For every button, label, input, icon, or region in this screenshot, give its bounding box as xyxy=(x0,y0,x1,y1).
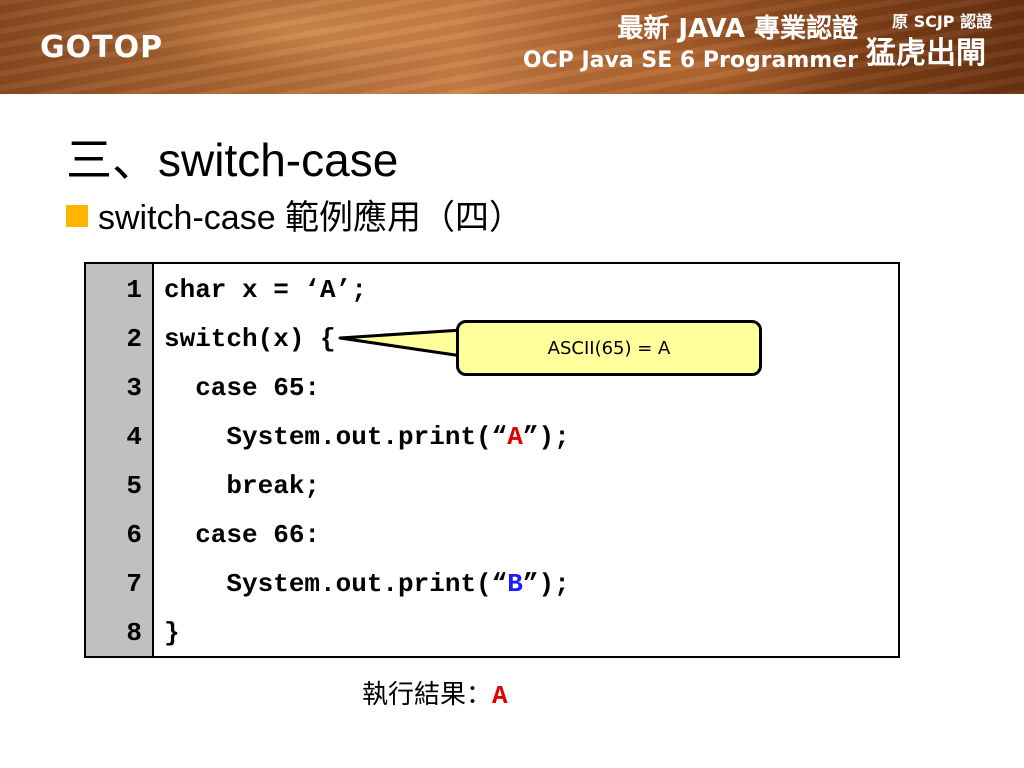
bullet-text: switch-case 範例應用（四） xyxy=(98,199,524,237)
header-banner: GOTOP 最新 JAVA 專業認證 OCP Java SE 6 Program… xyxy=(0,0,1024,94)
line-number: 5 xyxy=(126,471,142,501)
gotop-logo: GOTOP xyxy=(40,30,164,65)
code-line: char x = ‘A’; xyxy=(164,275,367,305)
bullet-square-icon xyxy=(66,204,88,227)
code-line: switch(x) { xyxy=(164,324,336,354)
code-line: break; xyxy=(164,471,321,501)
line-number: 2 xyxy=(126,324,142,354)
code-text: System.out.print(“ xyxy=(164,422,508,452)
code-line: System.out.print(“A”); xyxy=(164,413,570,462)
book-title-line2: OCP Java SE 6 Programmer xyxy=(522,48,858,73)
code-highlight: A xyxy=(507,422,523,452)
bullet-heading: switch-case 範例應用（四） xyxy=(66,190,523,239)
line-number-gutter xyxy=(86,264,154,656)
result-label: 執行結果： xyxy=(362,680,493,710)
book-badge-small: 原 SCJP 認證 xyxy=(892,12,993,31)
code-highlight: B xyxy=(507,569,523,599)
code-text: ”); xyxy=(522,422,570,452)
code-line: case 65: xyxy=(164,373,321,403)
line-number: 3 xyxy=(126,373,142,403)
book-badge-big: 猛虎出閘 xyxy=(866,36,986,71)
execution-result: 執行結果：A xyxy=(362,674,508,711)
book-title-line1: 最新 JAVA 專業認證 xyxy=(617,14,858,44)
code-text: System.out.print(“ xyxy=(164,569,508,599)
code-text: ”); xyxy=(522,569,570,599)
line-number: 8 xyxy=(126,618,142,648)
line-number: 4 xyxy=(126,422,142,452)
code-line: } xyxy=(164,618,180,648)
ascii-callout: ASCII(65) = A xyxy=(456,320,762,376)
line-number: 6 xyxy=(126,520,142,550)
line-number: 1 xyxy=(126,275,142,305)
result-value: A xyxy=(492,681,508,711)
line-number: 7 xyxy=(126,569,142,599)
book-title: 最新 JAVA 專業認證 OCP Java SE 6 Programmer xyxy=(523,12,858,76)
book-badge: 原 SCJP 認證 猛虎出閘 xyxy=(866,10,992,74)
code-line: System.out.print(“B”); xyxy=(164,560,570,609)
slide-title: 三、switch-case xyxy=(66,134,399,186)
code-line: case 66: xyxy=(164,520,321,550)
